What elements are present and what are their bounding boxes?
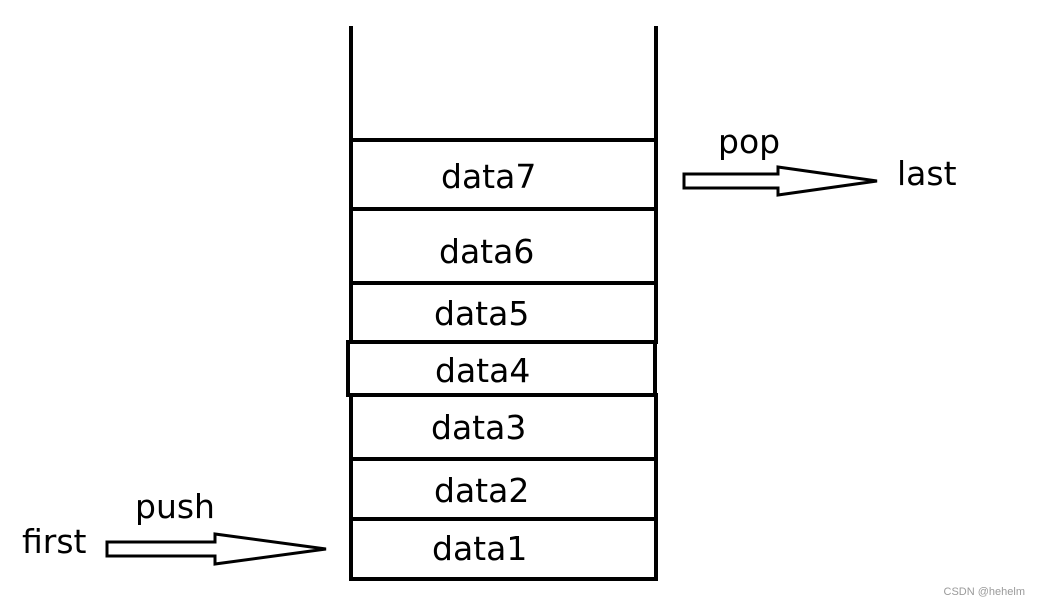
stack-cell-data1 [349,517,658,581]
stack-cell-label: data2 [434,471,530,510]
stack-cell-data4 [346,340,657,397]
watermark: CSDN @hehelm [943,586,1025,598]
pop-label: pop [718,122,781,161]
stack-left-wall [349,26,353,140]
pop-target-label: last [897,154,957,193]
stack-cell-label: data6 [439,232,535,271]
stack-cell-label: data4 [435,351,531,390]
push-source-label: first [22,522,87,561]
stack-cell-label: data3 [431,408,527,447]
stack-cell-data6 [349,207,658,285]
stack-cell-label: data1 [432,529,528,568]
stack-right-wall [654,26,658,140]
right-arrow-icon [682,165,878,197]
stack-cell-label: data5 [434,294,530,333]
stack-cell-label: data7 [441,157,537,196]
right-arrow-icon [105,532,327,566]
push-label: push [135,487,215,526]
